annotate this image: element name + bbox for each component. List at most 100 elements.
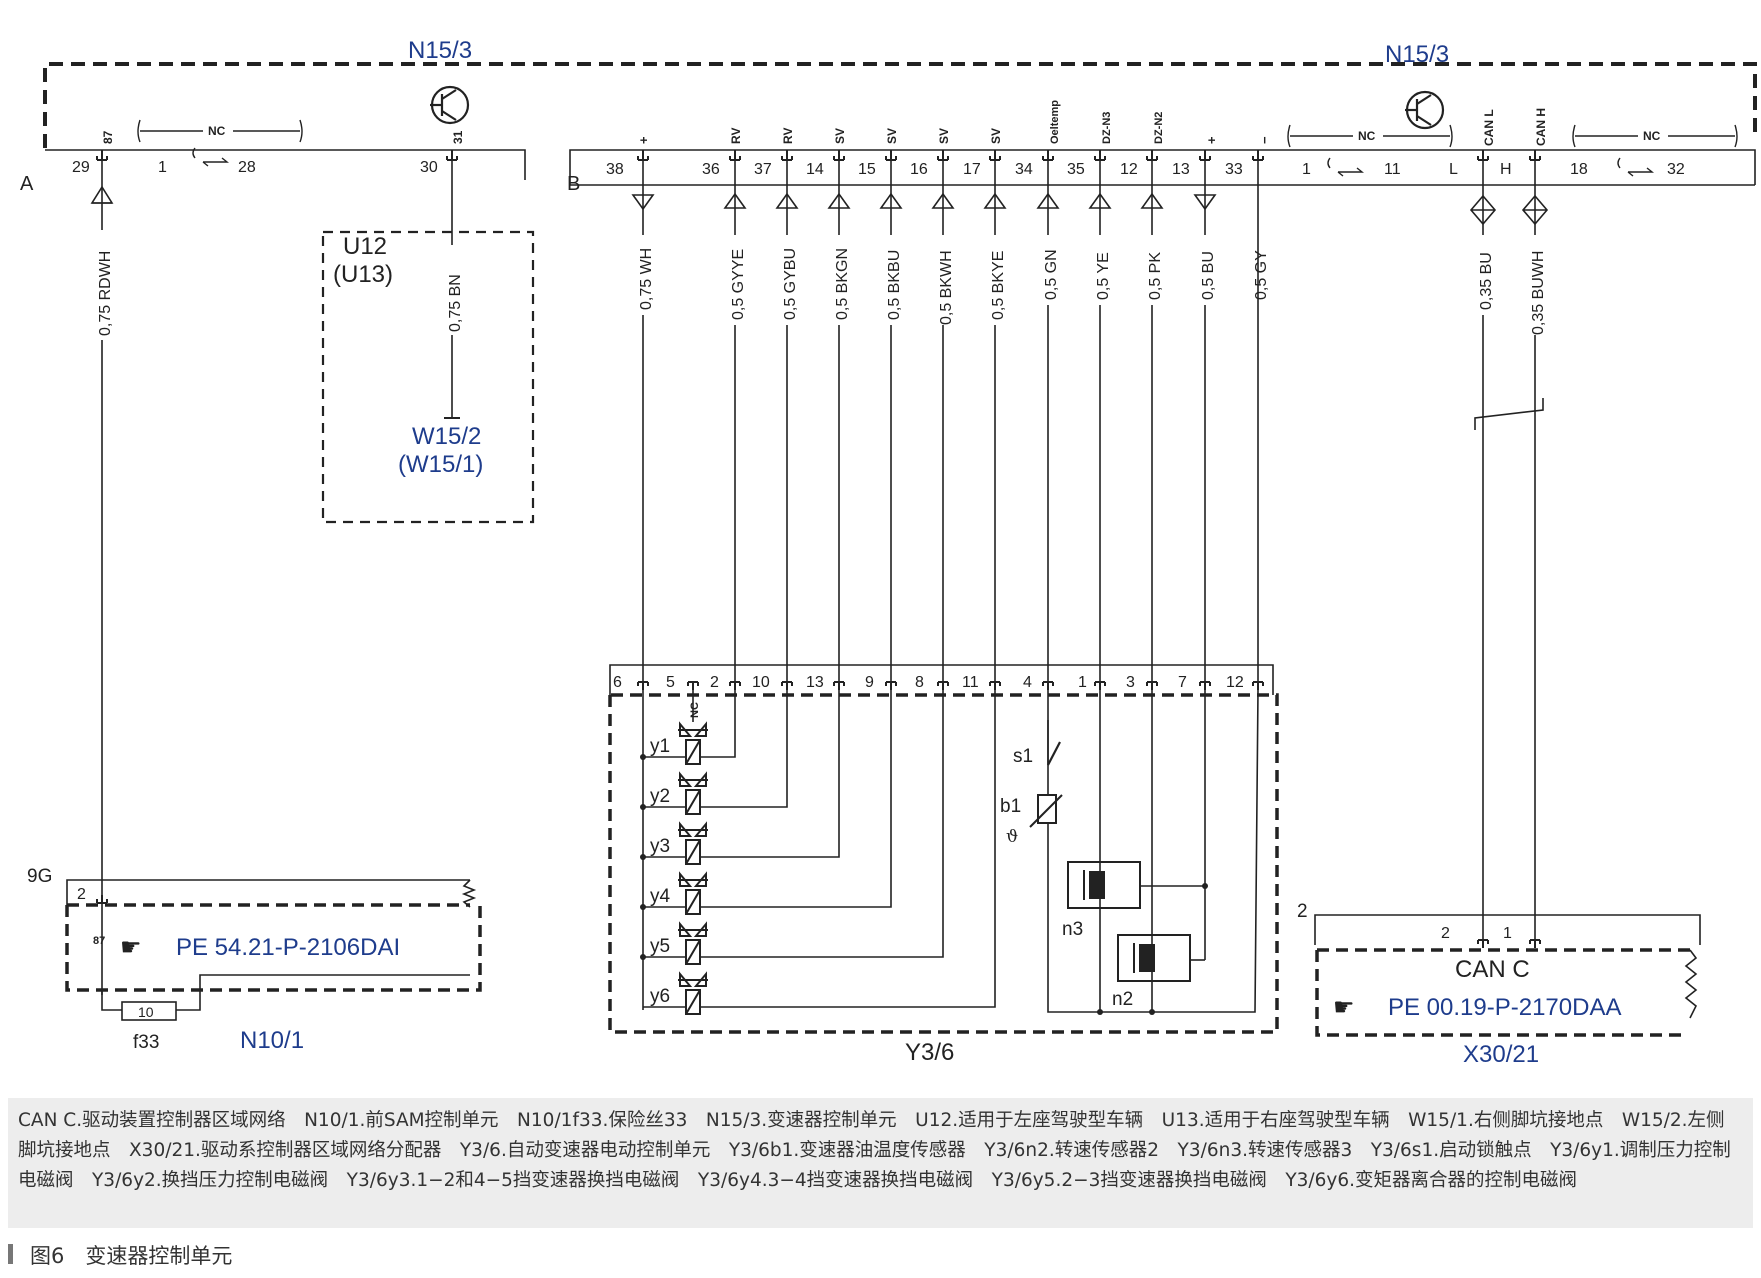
n10-label: N10/1 bbox=[240, 1027, 304, 1054]
pin-a30: 30 bbox=[420, 159, 438, 176]
connector-strips bbox=[45, 149, 1756, 186]
y36-nc: NC bbox=[689, 702, 701, 718]
y36-pin: 5 bbox=[666, 674, 675, 691]
figure-title: 图6 变速器控制单元 bbox=[30, 1244, 233, 1268]
pin-b11: 11 bbox=[1384, 161, 1401, 178]
n153-title-right: N15/3 bbox=[1385, 41, 1449, 68]
pin-b37: 37 bbox=[754, 161, 772, 178]
pin-a1: 1 bbox=[158, 159, 167, 176]
wire-label: 0,5 BKGN bbox=[834, 248, 851, 320]
wire-a29-label: 0,75 RDWH bbox=[97, 251, 114, 336]
pin-b16-tag: SV bbox=[937, 128, 951, 144]
figure-marker bbox=[8, 1244, 13, 1264]
pin-b36: 36 bbox=[702, 161, 720, 178]
pin-b13: 13 bbox=[1172, 161, 1190, 178]
pin-b17-tag: SV bbox=[989, 128, 1003, 144]
u13-label: (U13) bbox=[333, 261, 393, 288]
signal-direction-icon bbox=[631, 192, 1549, 226]
pin-b37-tag: RV bbox=[781, 128, 795, 144]
wire-bundle-b bbox=[642, 160, 1536, 945]
pin-b15-tag: SV bbox=[885, 128, 899, 144]
pin-bl: L bbox=[1449, 161, 1458, 178]
connector-a-label: A bbox=[20, 173, 34, 195]
sensor-n2: n2 bbox=[1112, 989, 1133, 1010]
pin-socket-icon bbox=[96, 150, 458, 161]
pin-b14: 14 bbox=[806, 161, 824, 178]
pin-b32: 32 bbox=[1667, 161, 1685, 178]
solenoid-valve-icon bbox=[678, 721, 708, 1015]
switch-s1: s1 bbox=[1013, 746, 1033, 767]
fuse-circuit bbox=[101, 974, 470, 1021]
valve-y6: y6 bbox=[650, 986, 670, 1007]
pin-b16: 16 bbox=[910, 161, 928, 178]
pointer-hand-icon: ☛ bbox=[1333, 993, 1355, 1021]
temperature-sensor-icon bbox=[1029, 794, 1063, 828]
u12-label: U12 bbox=[343, 233, 387, 260]
wire-label: 0,5 BKYE bbox=[990, 251, 1007, 320]
nc-label: NC bbox=[1643, 129, 1661, 143]
sensor-b1: b1 bbox=[1000, 796, 1021, 817]
wire-label: 0,5 GYBU bbox=[782, 248, 799, 320]
pin-b15: 15 bbox=[858, 161, 876, 178]
n10-top-line bbox=[66, 879, 470, 905]
pointer-hand-icon: ☛ bbox=[120, 933, 142, 961]
pin-b38-tag: + bbox=[636, 136, 651, 144]
y36-pin: 6 bbox=[613, 674, 622, 691]
y36-pin: 8 bbox=[915, 674, 924, 691]
y36-pin: 3 bbox=[1126, 674, 1135, 691]
pin-bridge-icon bbox=[192, 147, 1654, 177]
wire-label: 0,5 BU bbox=[1200, 251, 1217, 300]
pin-b33: 33 bbox=[1225, 161, 1243, 178]
switch-icon bbox=[1047, 741, 1061, 766]
pin-socket-icon bbox=[1477, 939, 1541, 948]
y36-pin: 4 bbox=[1023, 674, 1032, 691]
y36-pin: 13 bbox=[806, 674, 824, 691]
fuse-f33: f33 bbox=[133, 1032, 159, 1053]
wire-label: 0,5 PK bbox=[1147, 252, 1164, 300]
y36-pin: 10 bbox=[752, 674, 770, 691]
ground-w152: W15/2 bbox=[412, 423, 481, 450]
valve-y4: y4 bbox=[650, 886, 671, 907]
valve-y5: y5 bbox=[650, 936, 670, 957]
transistor-icon bbox=[1405, 90, 1445, 130]
wire-label: 0,5 YE bbox=[1095, 252, 1112, 300]
x30-break-icon bbox=[1684, 949, 1698, 1019]
y36-pin: 12 bbox=[1226, 674, 1244, 691]
x30-title: CAN C bbox=[1455, 956, 1530, 983]
transistor-icon bbox=[430, 85, 470, 125]
y36-pin: 2 bbox=[710, 674, 719, 691]
wiring-diagram: N15/3 N15/3 A B NC NC NC 29 1 28 30 87 3… bbox=[20, 37, 1757, 1068]
pin-b12-tag: DZ-N2 bbox=[1153, 112, 1165, 144]
pin-b35-tag: DZ-N3 bbox=[1101, 112, 1113, 144]
pin-a28: 28 bbox=[238, 159, 256, 176]
y36-pin-sockets bbox=[637, 681, 1264, 690]
x30-pin2: 2 bbox=[1441, 925, 1450, 942]
ground-w151: (W15/1) bbox=[398, 451, 483, 478]
n10-pin-group: 9G bbox=[27, 866, 52, 887]
n10-reference: PE 54.21-P-2106DAI bbox=[176, 934, 400, 961]
wire-label: 0,5 GN bbox=[1043, 249, 1060, 300]
pin-bh: H bbox=[1500, 161, 1512, 178]
valve-y1: y1 bbox=[650, 736, 670, 757]
pin-socket-icon bbox=[96, 895, 108, 904]
y36-pin: 7 bbox=[1178, 674, 1187, 691]
pin-socket-icon bbox=[637, 150, 1541, 161]
y36-pin: 1 bbox=[1078, 674, 1087, 691]
x30-pin1: 1 bbox=[1503, 925, 1512, 942]
pin-a30-tag: 31 bbox=[451, 130, 465, 144]
n153-title-left: N15/3 bbox=[408, 37, 472, 64]
y36-pin: 11 bbox=[962, 674, 979, 691]
wire-label: 0,5 GY bbox=[1253, 250, 1270, 300]
pin-a29: 29 bbox=[72, 159, 90, 176]
y36-connector-strip bbox=[609, 664, 1274, 695]
n10-pin-tag: 87 bbox=[93, 935, 105, 947]
pin-b12: 12 bbox=[1120, 161, 1138, 178]
pin-a29-tag: 87 bbox=[101, 130, 115, 144]
nc-label: NC bbox=[1358, 129, 1376, 143]
wire-label: 0,5 BKWH bbox=[938, 250, 955, 325]
y36-label: Y3/6 bbox=[905, 1039, 954, 1066]
wire-label: 0,35 BUWH bbox=[1530, 251, 1547, 335]
pin-b33-tag: − bbox=[1257, 136, 1272, 144]
pin-b1: 1 bbox=[1302, 161, 1311, 178]
valve-y3: y3 bbox=[650, 836, 670, 857]
